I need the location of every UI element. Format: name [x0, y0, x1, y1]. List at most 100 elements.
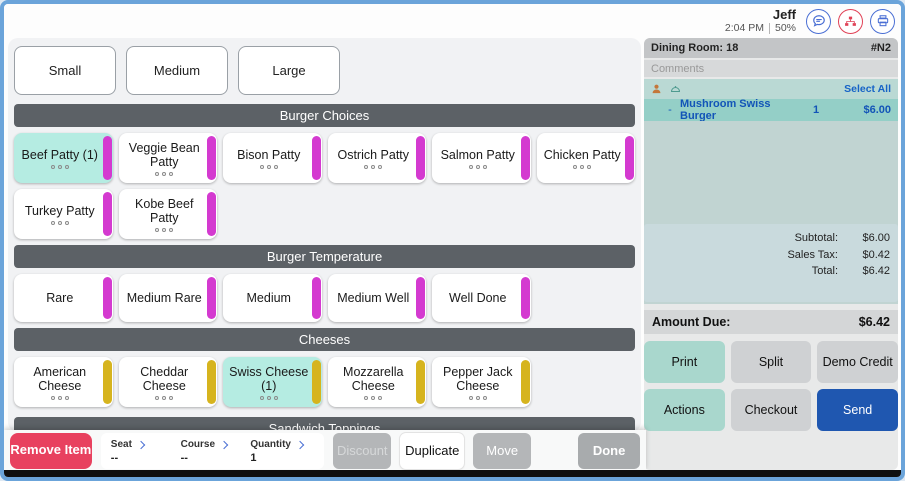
- course-field[interactable]: Course --: [181, 439, 245, 464]
- meta-divider: [768, 22, 770, 34]
- item-fields-card: Seat -- Course -- Quantity 1: [100, 432, 325, 469]
- modifier-dots-icon: [259, 395, 278, 400]
- print-button[interactable]: Print: [644, 341, 725, 383]
- modifier-button-chicken-patty[interactable]: Chicken Patty: [536, 133, 635, 183]
- duplicate-button[interactable]: Duplicate: [400, 432, 465, 469]
- modifier-dots-icon: [155, 171, 174, 176]
- modifier-button-beef-patty[interactable]: Beef Patty (1): [14, 133, 113, 183]
- order-item-list[interactable]: Subtotal: $6.00 Sales Tax: $0.42 Total: …: [644, 121, 898, 304]
- accent-bar: [207, 360, 216, 404]
- seat-person-icon[interactable]: [651, 83, 662, 95]
- demo-credit-button[interactable]: Demo Credit: [817, 341, 898, 383]
- move-button[interactable]: Move: [473, 432, 532, 469]
- split-button[interactable]: Split: [730, 341, 812, 383]
- modifier-button-well-done[interactable]: Well Done: [432, 274, 531, 322]
- modifier-button-american-cheese[interactable]: American Cheese: [14, 357, 113, 407]
- modifier-dots-icon: [468, 395, 487, 400]
- modifier-label: Rare: [46, 291, 74, 305]
- accent-bar: [520, 136, 530, 180]
- modifier-button-medium[interactable]: Medium: [223, 274, 322, 322]
- actions-button[interactable]: Actions: [644, 389, 725, 431]
- modifier-button-swiss-cheese[interactable]: Swiss Cheese (1): [223, 357, 322, 407]
- modifier-label: Medium Well: [337, 291, 410, 305]
- accent-bar: [102, 136, 112, 180]
- modifier-label: Well Done: [449, 291, 507, 305]
- quantity-field[interactable]: Quantity 1: [250, 439, 314, 464]
- done-button[interactable]: Done: [578, 432, 640, 469]
- section-header-burger-choices: Burger Choices: [14, 104, 635, 127]
- select-all-link[interactable]: Select All: [844, 83, 891, 95]
- modifier-label: Swiss Cheese (1): [229, 364, 309, 393]
- accent-bar: [102, 192, 112, 236]
- modifier-dots-icon: [259, 164, 278, 169]
- modifier-button-medium-well[interactable]: Medium Well: [327, 274, 426, 322]
- modifier-button-mozzarella-cheese[interactable]: Mozzarella Cheese: [327, 357, 426, 407]
- modifier-button-medium-rare[interactable]: Medium Rare: [118, 274, 217, 322]
- section-header-burger-temperature: Burger Temperature: [14, 245, 635, 268]
- modifier-dots-icon: [468, 164, 487, 169]
- cheeses-grid: American Cheese Cheddar Cheese Swiss Che…: [14, 357, 635, 407]
- modifier-dots-icon: [573, 164, 592, 169]
- printer-icon[interactable]: [870, 8, 895, 34]
- item-action-bar: Remove Item Seat -- Course -- Quantity 1…: [4, 430, 646, 471]
- accent-bar: [625, 136, 634, 180]
- remove-item-button[interactable]: Remove Item: [10, 432, 92, 469]
- section-header-sandwich-toppings: Sandwich Toppings: [14, 417, 635, 432]
- size-button-medium[interactable]: Medium: [126, 46, 228, 95]
- accent-bar: [207, 192, 216, 236]
- modifier-button-cheddar-cheese[interactable]: Cheddar Cheese: [118, 357, 217, 407]
- modifier-button-ostrich-patty[interactable]: Ostrich Patty: [327, 133, 426, 183]
- course-cloche-icon[interactable]: [669, 83, 682, 95]
- sales-tax-label: Sales Tax:: [787, 248, 838, 261]
- sales-tax-value: $0.42: [862, 248, 890, 261]
- accent-bar: [416, 136, 425, 180]
- item-price: $6.00: [863, 104, 891, 116]
- send-button[interactable]: Send: [817, 389, 898, 431]
- total-row: Total: $6.42: [652, 263, 890, 280]
- modifier-label: Veggie Bean Patty: [128, 140, 200, 169]
- modifier-label: Turkey Patty: [24, 203, 95, 218]
- modifier-button-salmon-patty[interactable]: Salmon Patty: [432, 133, 531, 183]
- checkout-button[interactable]: Checkout: [730, 389, 812, 431]
- comments-input[interactable]: Comments: [644, 60, 898, 77]
- modifier-button-turkey-patty[interactable]: Turkey Patty: [14, 189, 113, 239]
- modifier-button-rare[interactable]: Rare: [14, 274, 113, 322]
- amount-due-value: $6.42: [858, 315, 890, 329]
- accent-bar: [102, 360, 112, 404]
- accent-bar: [520, 277, 530, 319]
- item-collapse-dash: -: [668, 104, 672, 116]
- accent-bar: [311, 360, 321, 404]
- order-item-row[interactable]: - Mushroom Swiss Burger 1 $6.00: [644, 98, 898, 122]
- modifier-button-kobe-beef-patty[interactable]: Kobe Beef Patty: [118, 189, 217, 239]
- discount-button[interactable]: Discount: [333, 432, 392, 469]
- modifier-dots-icon: [155, 227, 174, 232]
- modifier-dots-icon: [50, 220, 69, 225]
- modifier-button-pepper-jack-cheese[interactable]: Pepper Jack Cheese: [432, 357, 531, 407]
- section-header-cheeses: Cheeses: [14, 328, 635, 351]
- subtotal-row: Subtotal: $6.00: [652, 230, 890, 247]
- modifier-label: Salmon Patty: [440, 147, 515, 162]
- chat-icon[interactable]: [806, 8, 831, 34]
- modifier-button-bison-patty[interactable]: Bison Patty: [223, 133, 322, 183]
- network-icon[interactable]: [838, 8, 863, 34]
- modifier-label: Chicken Patty: [543, 147, 621, 162]
- system-nav-strip: [4, 470, 901, 477]
- modifier-dots-icon: [155, 395, 174, 400]
- size-button-large[interactable]: Large: [238, 46, 340, 95]
- user-block: Jeff 2:04 PM 50%: [725, 7, 796, 34]
- subtotal-value: $6.00: [862, 232, 890, 244]
- chevron-right-icon: [295, 440, 305, 450]
- item-quantity: 1: [812, 104, 820, 116]
- status-meta: 2:04 PM 50%: [725, 22, 796, 34]
- total-value: $6.42: [862, 265, 890, 277]
- modifier-label: American Cheese: [33, 364, 87, 393]
- modifier-label: Mozzarella Cheese: [343, 364, 404, 393]
- accent-bar: [102, 277, 112, 319]
- modifier-button-veggie-bean-patty[interactable]: Veggie Bean Patty: [118, 133, 217, 183]
- amount-due-bar: Amount Due: $6.42: [644, 310, 898, 334]
- amount-due-label: Amount Due:: [652, 315, 731, 329]
- size-button-small[interactable]: Small: [14, 46, 116, 95]
- seat-field[interactable]: Seat --: [111, 439, 175, 464]
- order-action-buttons: Print Split Demo Credit Actions Checkout…: [644, 334, 898, 470]
